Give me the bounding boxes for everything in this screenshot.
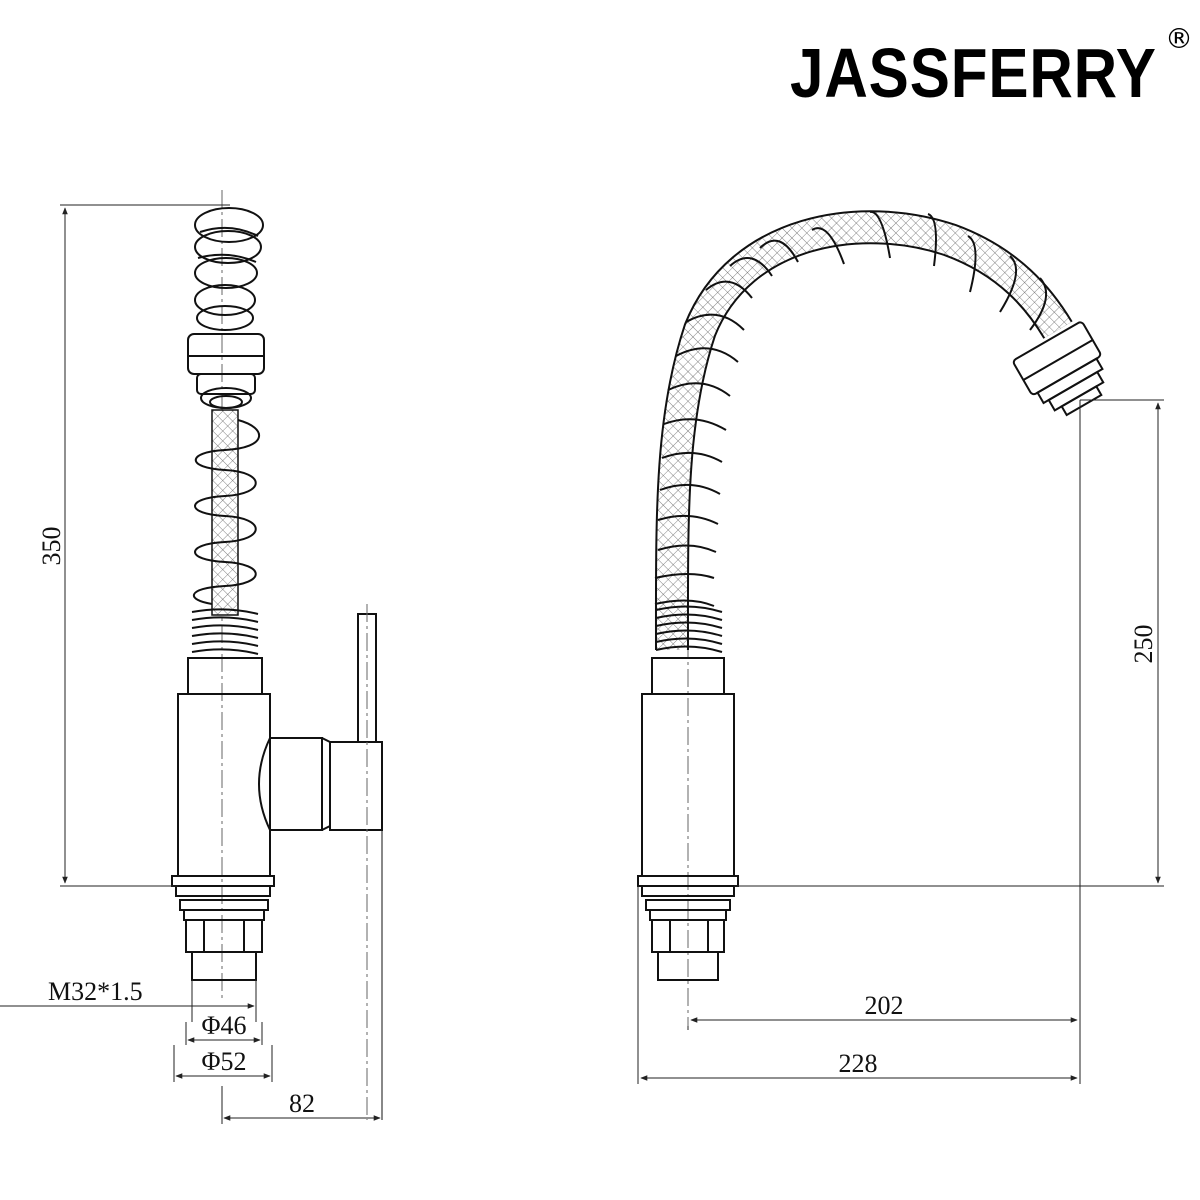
side-dimensions [0,204,381,1124]
side-base-flange [171,875,275,887]
dim-overall-reach-228: 228 [839,1049,878,1078]
side-spring [192,419,260,605]
front-nut [651,919,725,953]
side-handle-hub [258,737,323,831]
dim-spout-height-250: 250 [1129,625,1158,664]
side-body [177,693,271,877]
dim-thread: M32*1.5 [48,977,143,1006]
dim-outer-diameter: Φ52 [201,1047,246,1076]
front-spring-base [655,605,723,653]
front-spray-head [1012,321,1105,417]
side-nut [185,919,263,953]
side-body-collar [187,657,263,695]
side-spray-head [187,333,265,409]
dim-inner-diameter: Φ46 [201,1011,246,1040]
dim-handle-reach: 82 [289,1089,315,1118]
front-spring [654,211,1048,607]
front-dimensions [637,399,1164,1084]
side-hose [211,409,239,616]
side-spring-base [191,608,259,655]
brand-logo: JASSFERRY [790,34,1157,112]
dim-spout-reach-202: 202 [865,991,904,1020]
side-spray-coils [194,207,264,331]
side-view [171,190,383,1120]
dim-height-350: 350 [37,527,66,566]
registered-mark: ® [1165,22,1193,55]
front-view [637,210,1105,1030]
